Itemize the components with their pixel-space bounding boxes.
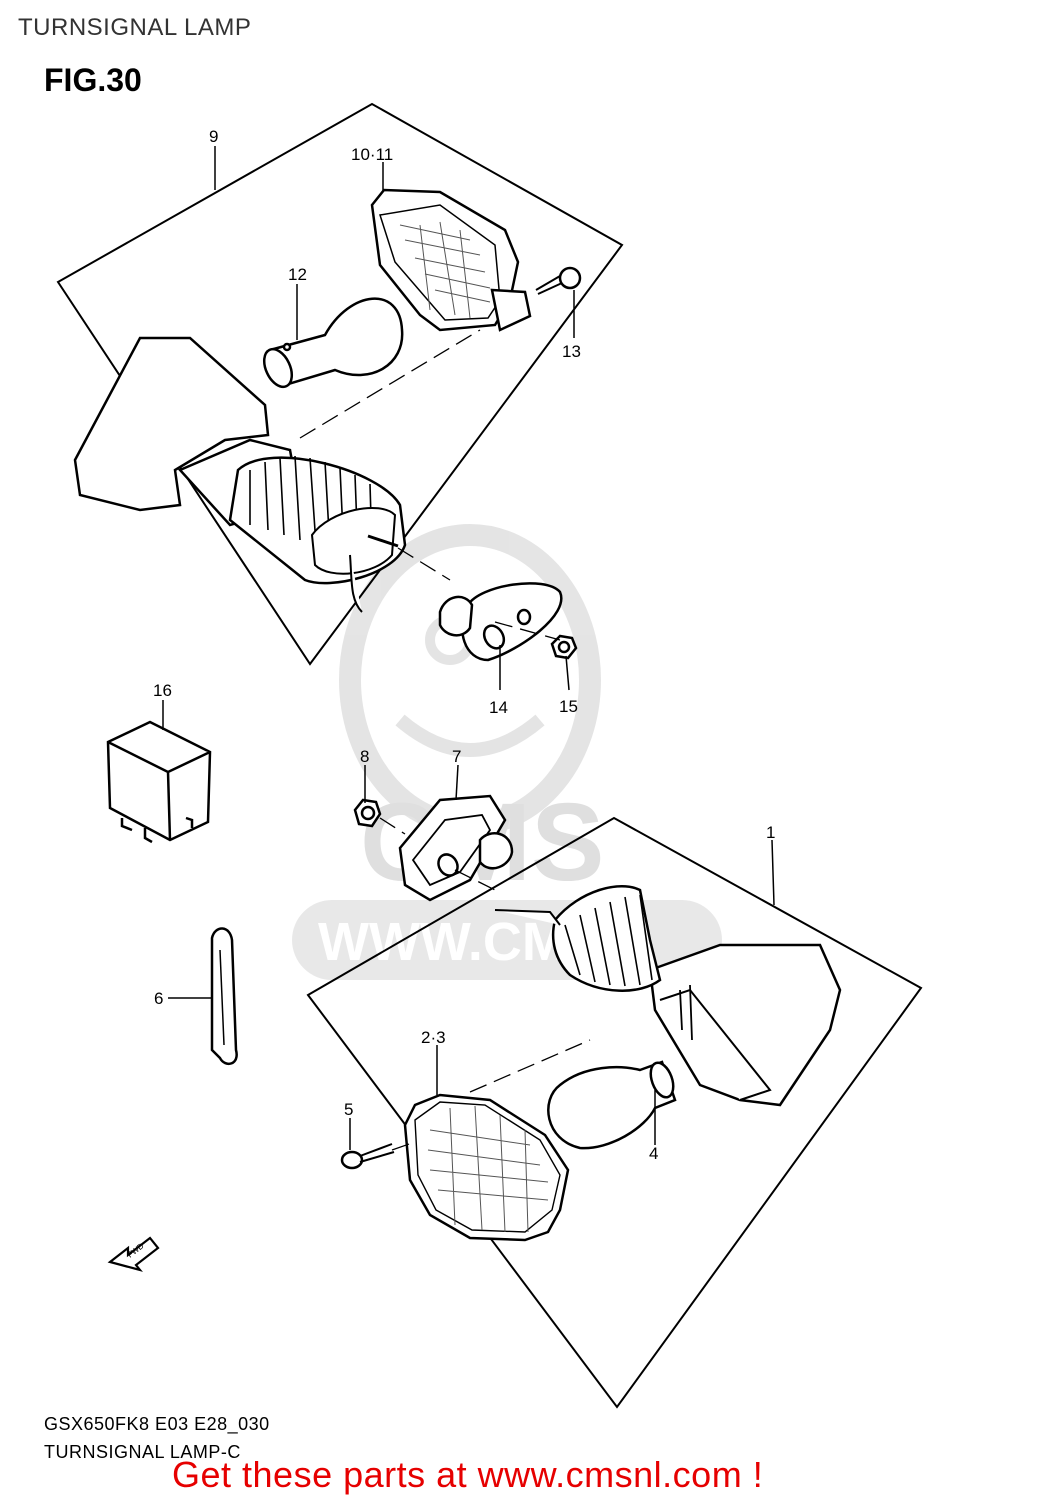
callout-4: 4 [649, 1144, 658, 1163]
footer-subtitle: TURNSIGNAL LAMP-C [44, 1442, 241, 1462]
callout-12: 12 [288, 265, 307, 284]
callout-5: 5 [344, 1100, 353, 1119]
callout-13: 13 [562, 342, 581, 361]
callout-15: 15 [559, 697, 578, 716]
part-10-11-lens [370, 188, 532, 332]
lower-assembly-box [306, 816, 923, 1409]
callout-7: 7 [452, 747, 461, 766]
callout-16: 16 [153, 681, 172, 700]
fwd-arrow-icon: FWD [107, 1236, 160, 1272]
part-15-nut [550, 634, 578, 660]
part-16-relay [106, 720, 212, 844]
part-2-3-lens [403, 1093, 570, 1242]
footer-model-code: GSX650FK8 E03 E28_030 [44, 1414, 270, 1434]
part-5-screw [340, 1143, 395, 1170]
part-14-gasket [438, 582, 563, 662]
part-12-bulb [262, 297, 404, 389]
alignment-lines [299, 329, 591, 1151]
page-header: TURNSIGNAL LAMP [18, 14, 252, 41]
callout-10-11: 10·11 [351, 145, 393, 164]
figure-label: FIG.30 [44, 62, 142, 98]
callout-9: 9 [209, 127, 218, 146]
part-8-nut [353, 798, 382, 828]
callout-1: 1 [766, 823, 775, 842]
callout-2-3: 2·3 [421, 1028, 446, 1047]
callout-8: 8 [360, 747, 369, 766]
part-4-bulb [547, 1060, 677, 1150]
leader-lines [162, 146, 775, 1150]
part-13-screw [535, 266, 582, 295]
cta-link[interactable]: Get these parts at www.cmsnl.com ! [172, 1454, 764, 1495]
callout-6: 6 [154, 989, 163, 1008]
part-6-strap [210, 927, 238, 1066]
part-1-housing [494, 885, 842, 1107]
part-9-housing [73, 336, 407, 613]
upper-assembly-box [56, 102, 624, 666]
callout-14: 14 [489, 698, 508, 717]
part-7-gasket [398, 794, 514, 902]
watermark-mouth [395, 714, 545, 757]
